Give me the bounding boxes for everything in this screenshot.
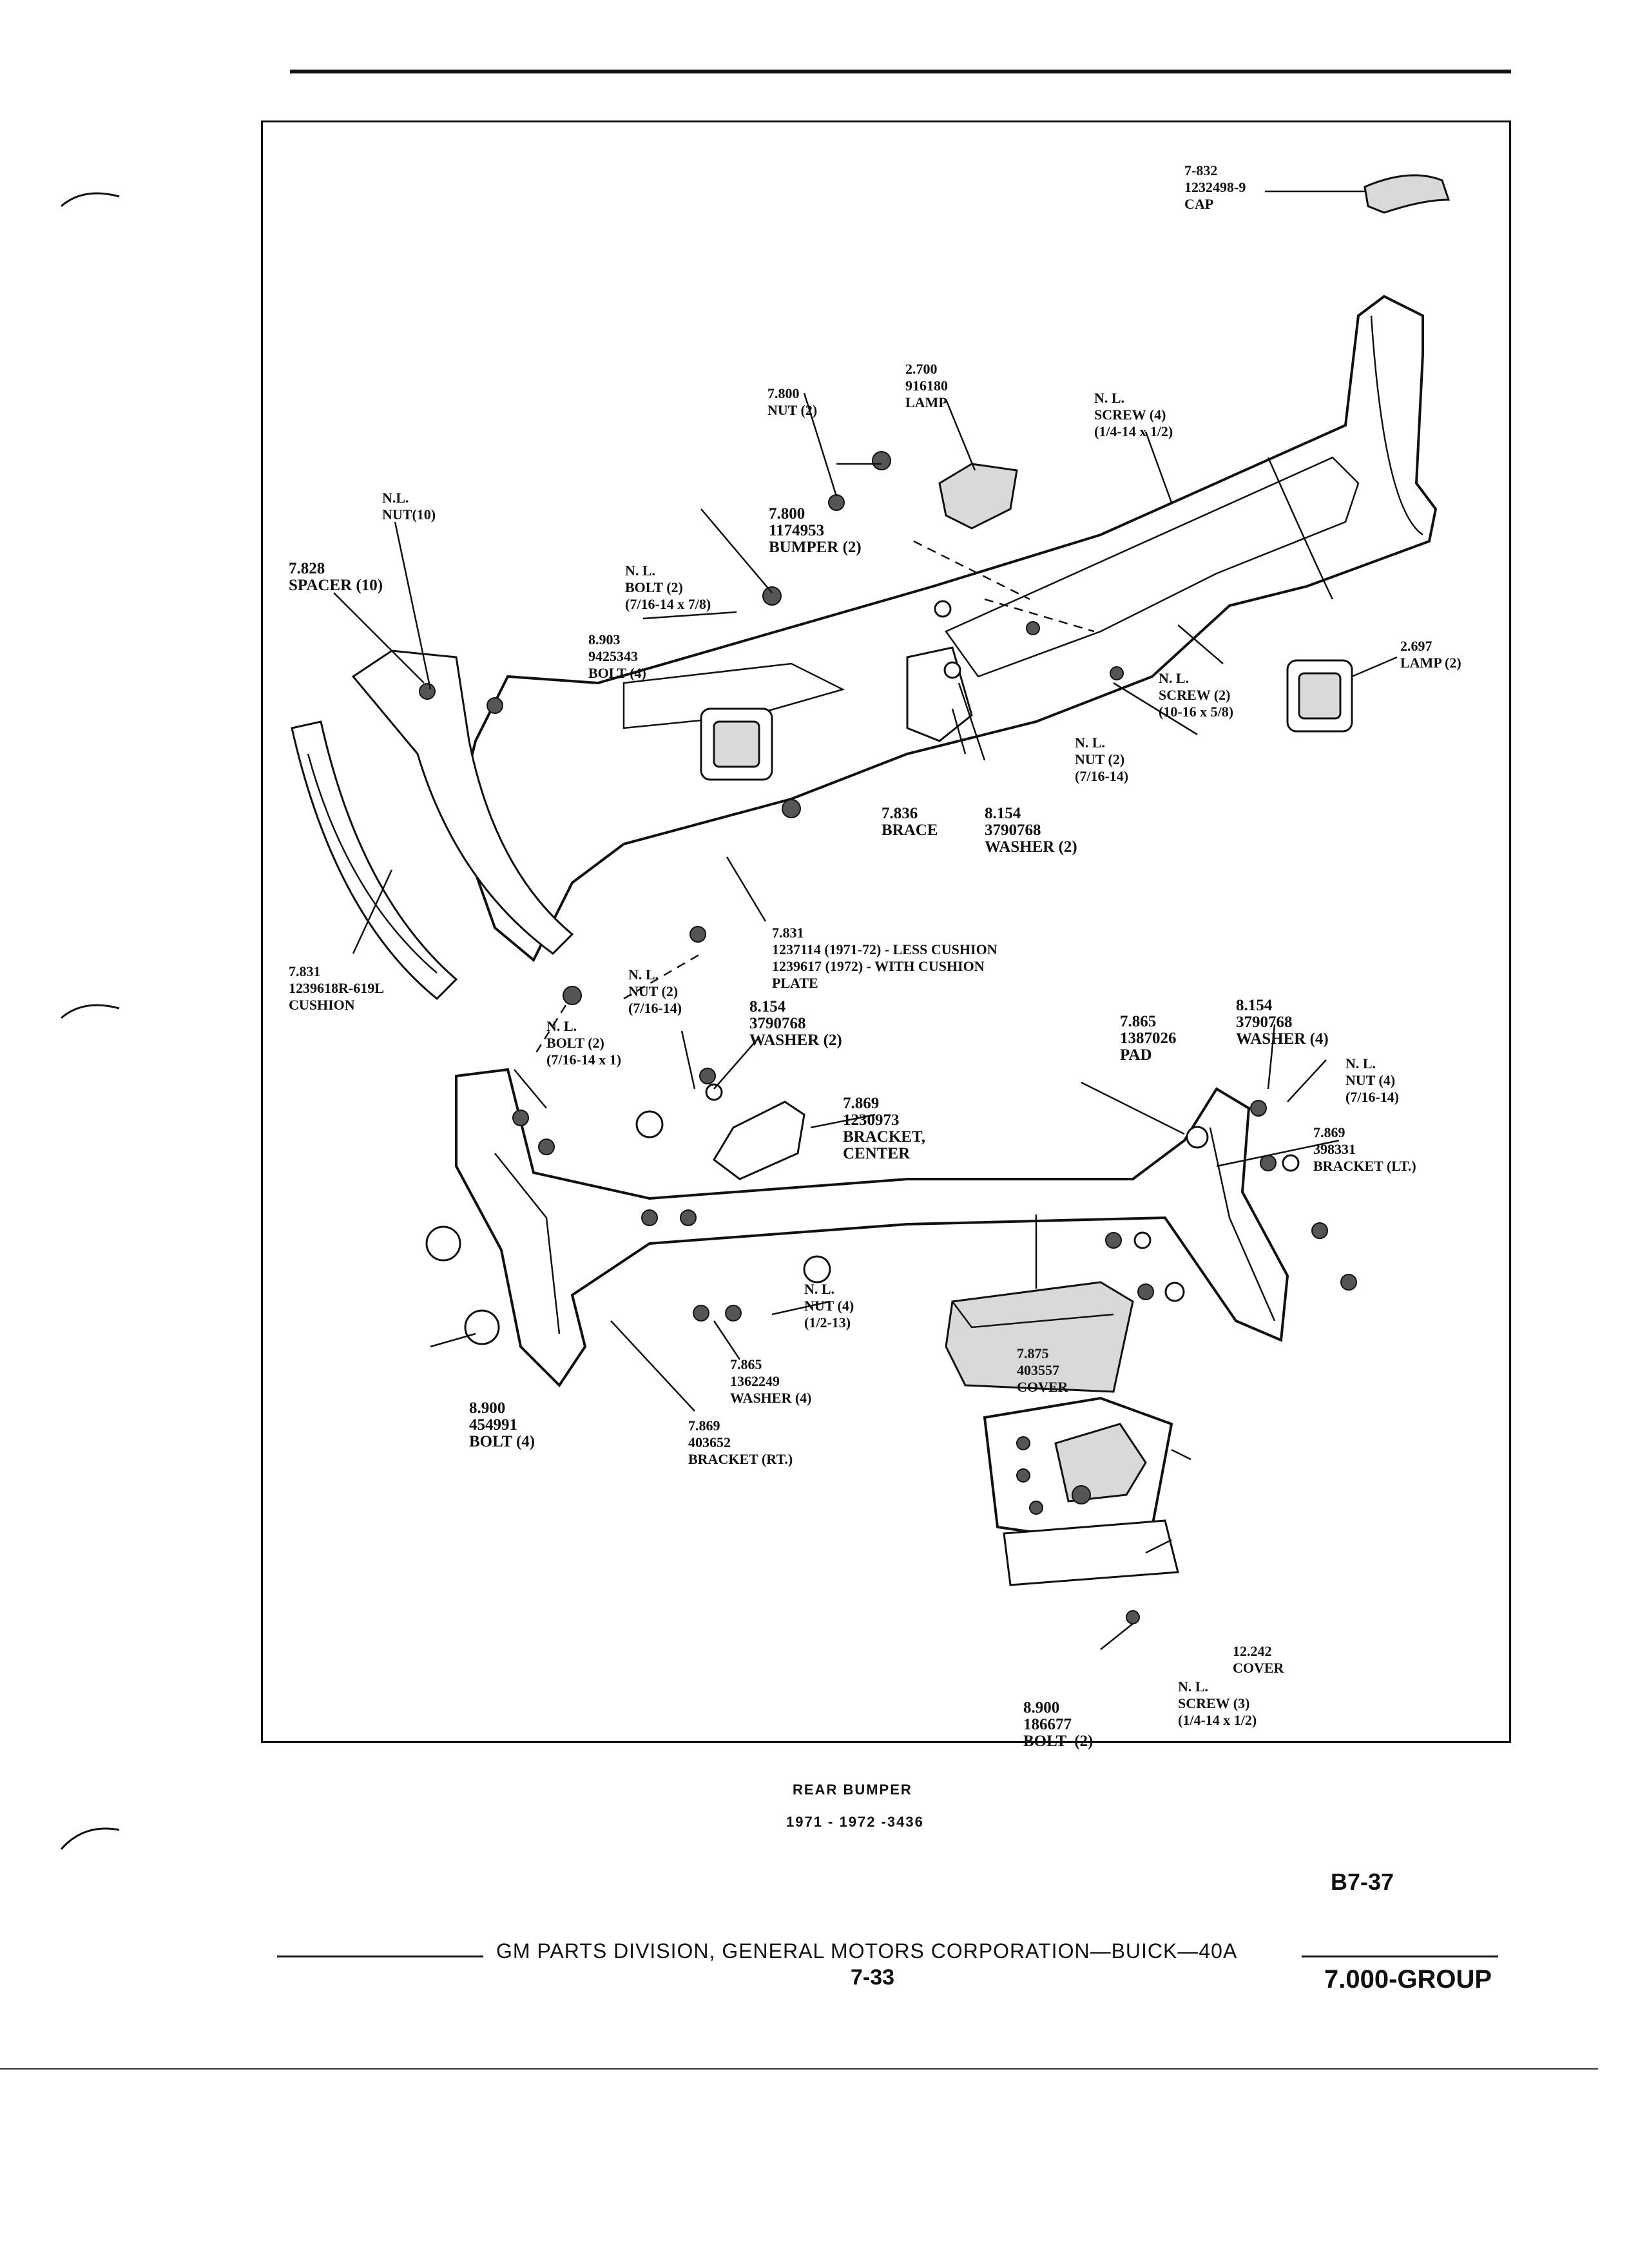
exploded-parts-diagram [291,174,1451,1650]
leader-lines [333,392,1340,1650]
left-lamp-part [700,707,773,781]
callout-nut-4-mid: N. L.NUT (4)(1/2-13) [804,1281,854,1331]
upper-fasteners [419,451,1124,1005]
right-lamp-part [1286,656,1398,733]
callout-nut-10: N.L.NUT(10) [382,490,436,523]
callout-screw-4-top: N. L.SCREW (4)(1/4-14 x 1/2) [1094,390,1173,439]
footer-rule-right [1302,1956,1498,1957]
lower-bracket-assembly [983,1396,1191,1624]
lower-fasteners [425,1068,1357,1345]
spacer-end [351,649,574,955]
page-code: B7-37 [1331,1869,1394,1895]
top-rule [290,70,1511,73]
bottom-rule [0,2068,1598,2070]
footer-page-number: 7-33 [851,1965,895,1990]
callout-bolt-2-top: N. L.BOLT (2)(7/16-14 x 7/8) [625,562,711,612]
cap-part [1364,174,1451,214]
figure-subtitle: 1971 - 1972 -3436 [786,1814,924,1830]
figure-title: REAR BUMPER [793,1782,912,1798]
cover-top-part [945,1215,1134,1393]
cushion-part [291,720,458,1001]
footer-group: 7.000-GROUP [1324,1965,1492,1994]
callout-nut-4-right: N. L.NUT (4)(7/16-14) [1345,1055,1400,1105]
reinforcement-bar [455,1068,1289,1388]
callout-screw-3: N. L.SCREW (3)(1/4-14 x 1/2) [1178,1678,1257,1728]
callout-nut-2-mid: N. L.NUT (2)(7/16-14) [1075,735,1129,784]
bumper-plate [454,294,1438,963]
margin-marks [60,192,120,1850]
footer-rule-left [277,1956,483,1957]
footer-division: GM PARTS DIVISION, GENERAL MOTORS CORPOR… [496,1939,1238,1963]
center-lamp-part [938,399,1018,530]
callout-screw-2: N. L.SCREW (2)(10-16 x 5/8) [1159,670,1234,720]
callout-bolt-2-left: N. L.BOLT (2)(7/16-14 x 1) [546,1018,622,1068]
center-bracket-part [713,1100,805,1180]
callout-nut-2-left: N. L.NUT (2)(7/16-14) [628,966,682,1016]
